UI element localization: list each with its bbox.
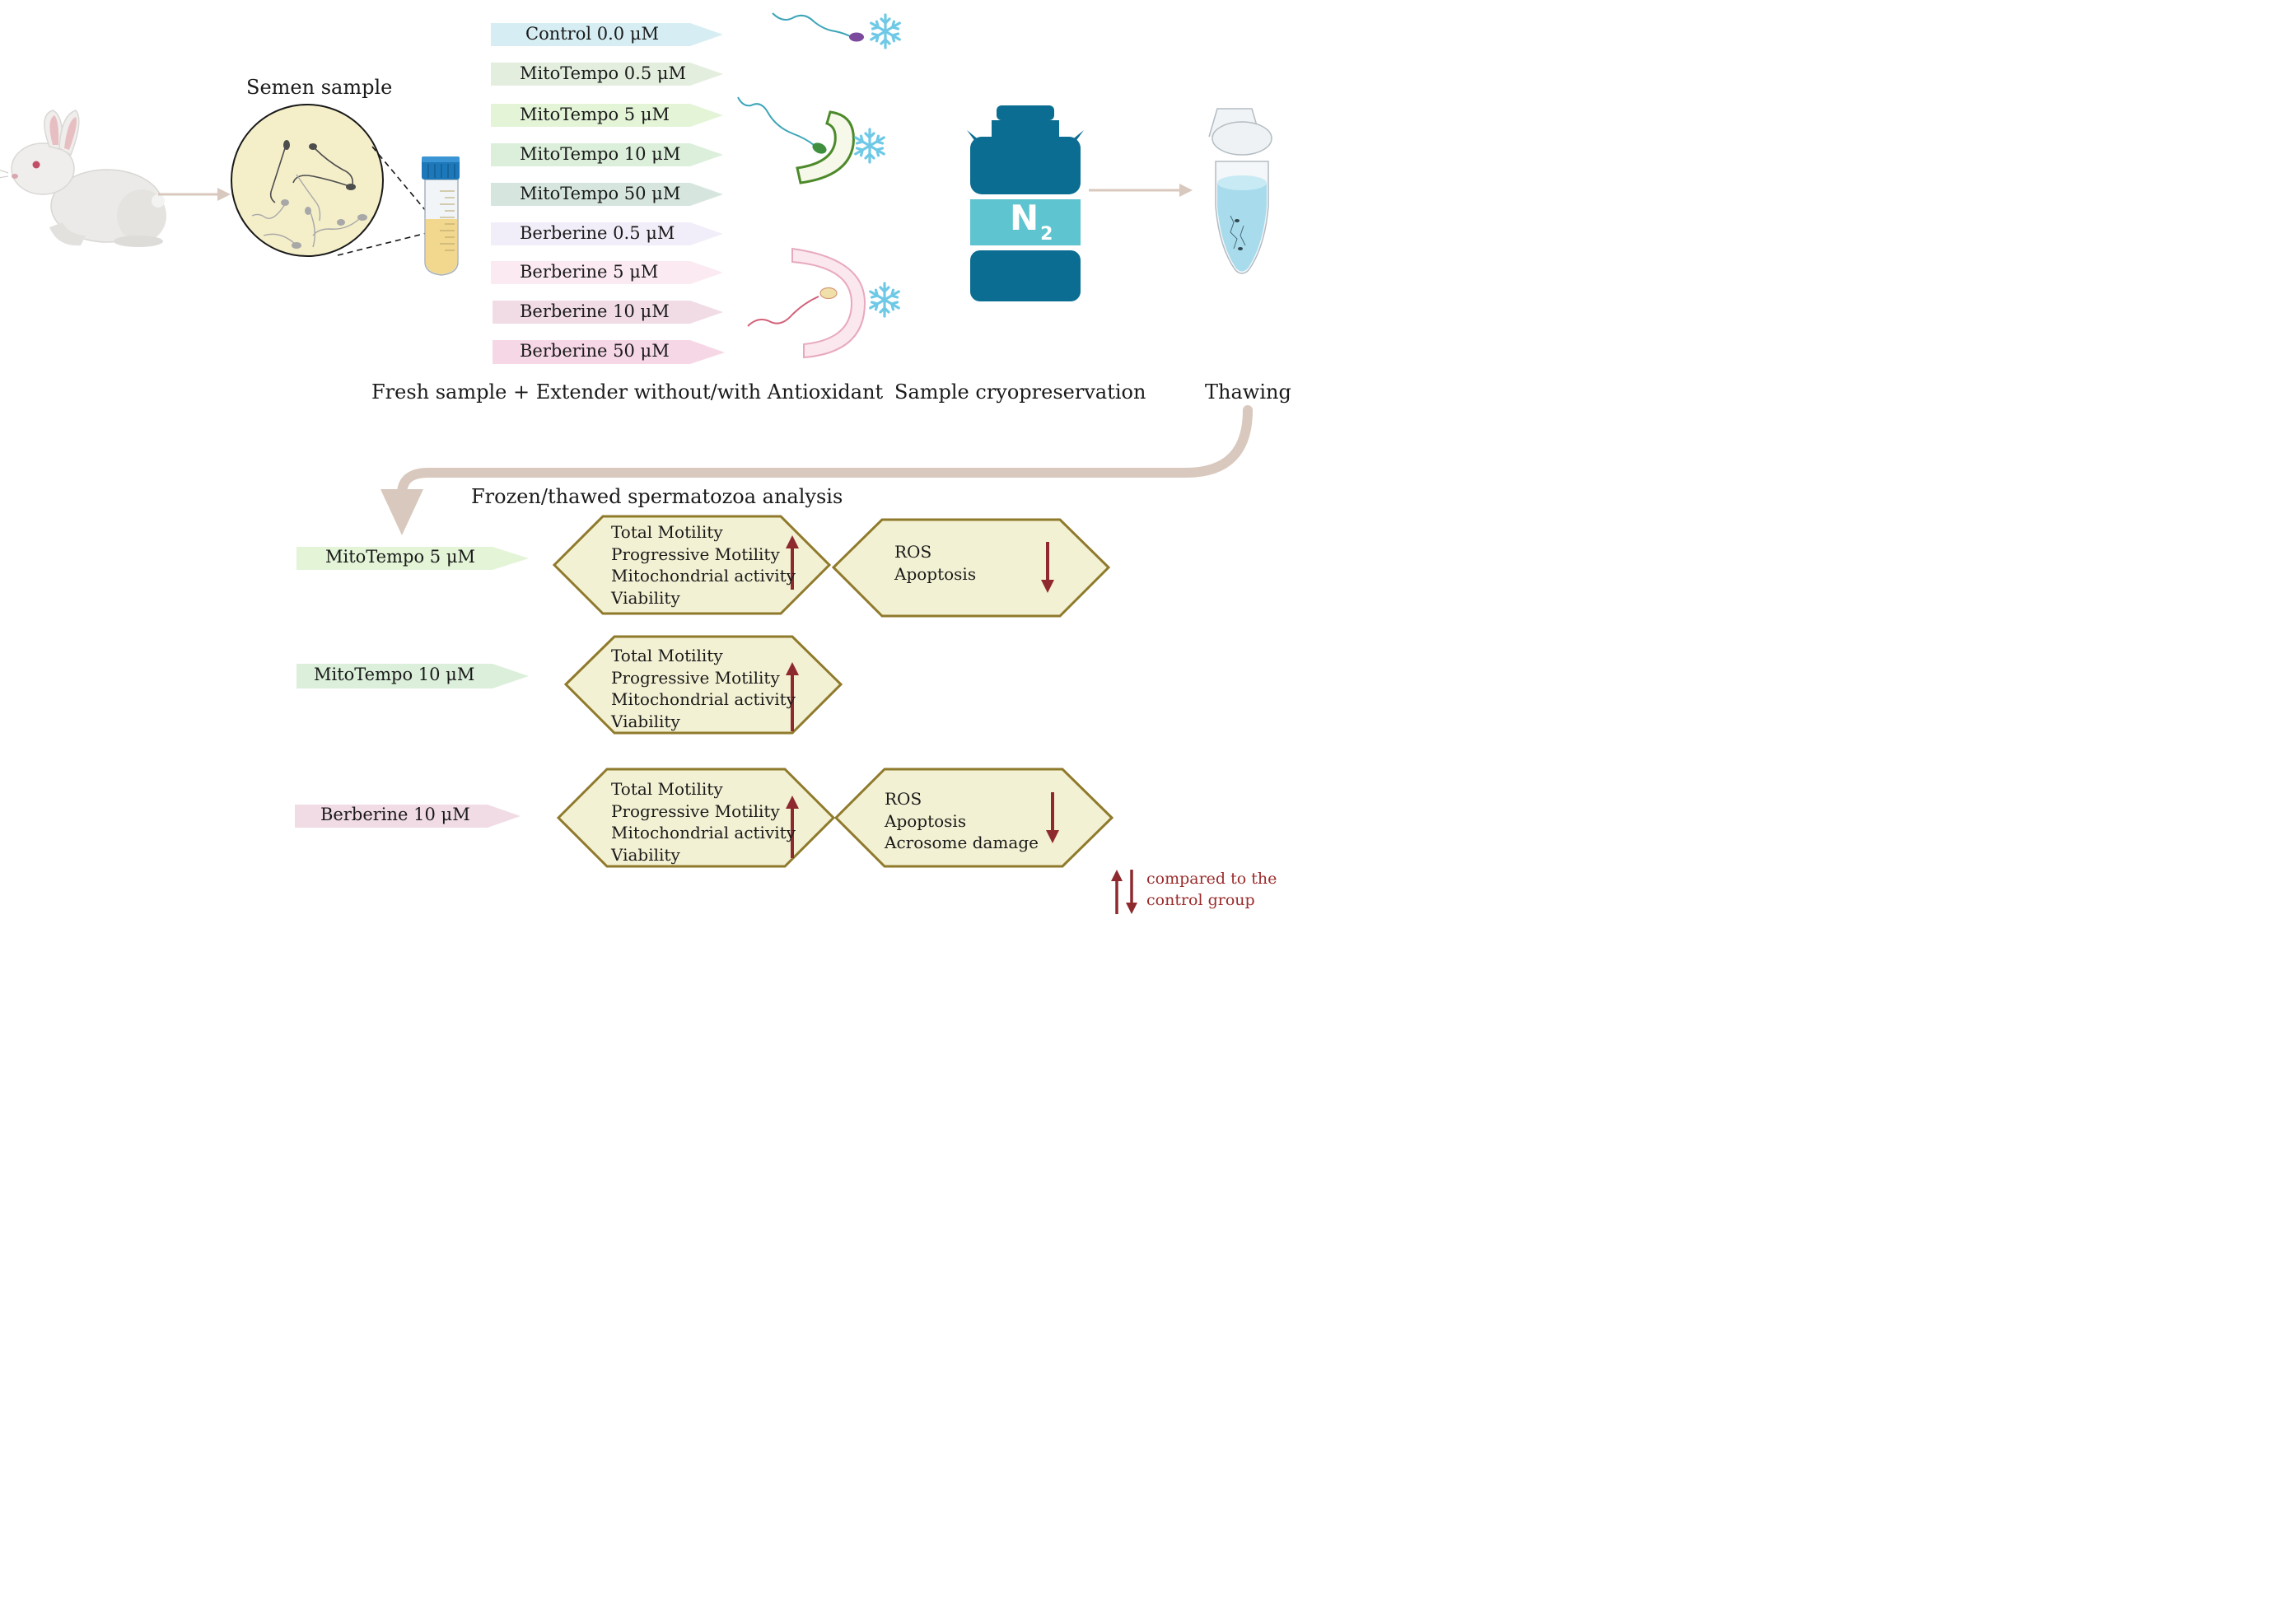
rabbit-illustration	[0, 110, 166, 247]
treatment-label: MitoTempo 5 μM	[520, 105, 670, 124]
analysis-caption: Frozen/thawed spermatozoa analysis	[471, 485, 843, 508]
frozen-sperm-control	[772, 12, 901, 49]
parameter-item: Total Motility	[611, 779, 723, 799]
legend-line: compared to the	[1146, 870, 1277, 888]
increased-parameters-list: Total Motility Progressive Motility Mito…	[611, 778, 796, 866]
increased-parameters-list: Total Motility Progressive Motility Mito…	[611, 521, 796, 609]
test-tube-icon	[422, 156, 460, 276]
increase-arrow	[786, 535, 799, 590]
treatment-label: Berberine 5 μM	[520, 262, 659, 282]
parameter-item: Viability	[611, 711, 680, 731]
treatment-label: MitoTempo 0.5 μM	[520, 63, 687, 83]
treatment-tag	[491, 183, 723, 206]
tank-to-tube-arrow	[1089, 184, 1193, 197]
frozen-sperm-mitotempo	[737, 96, 885, 184]
parameter-item: ROS	[894, 542, 932, 562]
zoom-lines	[337, 146, 431, 256]
decrease-hexagon	[833, 768, 1114, 868]
result-hexagons	[552, 515, 1114, 868]
treatment-tag	[493, 301, 723, 324]
legend-line: control group	[1146, 891, 1255, 909]
legend-arrows	[1111, 870, 1137, 914]
result-tags	[295, 547, 529, 828]
decreased-parameters-list: ROS Apoptosis	[894, 541, 976, 585]
legend-down-arrow-icon	[1126, 870, 1137, 914]
result-tag	[296, 547, 529, 570]
diagram-graphics	[0, 12, 1272, 914]
thawing-to-analysis-arrow	[380, 405, 1253, 535]
tank-label: N2	[1010, 198, 1053, 245]
semen-sample-caption: Semen sample	[246, 76, 393, 99]
tank-label-subscript: 2	[1040, 224, 1053, 245]
thawed-tube-icon	[1208, 108, 1272, 274]
treatment-tag	[491, 143, 723, 166]
nitrogen-tank-icon	[967, 105, 1084, 301]
parameter-item: Total Motility	[611, 646, 723, 665]
treatment-tag	[491, 63, 723, 86]
parameter-item: Acrosome damage	[885, 833, 1039, 852]
legend-up-arrow-icon	[1111, 870, 1123, 914]
parameter-item: Apoptosis	[894, 563, 977, 584]
parameter-item: Apoptosis	[885, 810, 967, 831]
parameter-item: ROS	[885, 789, 922, 809]
increase-hexagon	[563, 635, 843, 735]
treatment-label: Berberine 0.5 μM	[520, 223, 675, 243]
legend-text: compared to the control group	[1146, 868, 1277, 911]
result-tag	[296, 664, 529, 688]
increased-parameters-list: Total Motility Progressive Motility Mito…	[611, 645, 796, 732]
experimental-workflow-diagram: Semen sample Control 0.0 μM MitoTempo 0.…	[0, 0, 1291, 918]
change-arrows	[786, 535, 1059, 858]
decrease-arrow	[1046, 792, 1059, 843]
treatment-tag	[491, 104, 723, 127]
increase-hexagon	[556, 768, 836, 868]
frozen-sperm-berberine	[747, 247, 900, 359]
parameter-item: Progressive Motility	[611, 544, 780, 564]
thawing-caption: Thawing	[1205, 380, 1291, 404]
treatment-label: MitoTempo 50 μM	[520, 184, 681, 203]
microscope-view-circle	[231, 104, 384, 257]
parameter-item: Viability	[611, 587, 680, 608]
parameter-item: Total Motility	[611, 522, 723, 542]
result-treatment-label: MitoTempo 5 μM	[325, 547, 475, 567]
parameter-item: Mitochondrial activity	[611, 823, 796, 842]
treatment-tags	[491, 23, 725, 364]
treatment-label: Berberine 10 μM	[520, 301, 670, 321]
treatment-label: Berberine 50 μM	[520, 341, 670, 361]
tank-label-main: N	[1010, 198, 1039, 238]
increase-hexagon	[552, 515, 832, 615]
parameter-item: Mitochondrial activity	[611, 689, 796, 709]
treatment-tag	[493, 340, 725, 364]
fresh-sample-caption: Fresh sample + Extender without/with Ant…	[371, 380, 884, 404]
parameter-item: Viability	[611, 844, 680, 865]
parameter-item: Mitochondrial activity	[611, 566, 796, 586]
result-tag	[295, 805, 521, 828]
treatment-label: MitoTempo 10 μM	[520, 144, 681, 164]
decreased-parameters-list: ROS Apoptosis Acrosome damage	[885, 788, 1039, 854]
treatment-tag	[491, 222, 723, 245]
parameter-item: Progressive Motility	[611, 800, 780, 821]
result-treatment-label: MitoTempo 10 μM	[314, 665, 475, 684]
treatment-label: Control 0.0 μM	[525, 24, 659, 44]
cryopreservation-caption: Sample cryopreservation	[894, 380, 1146, 404]
rabbit-to-sample-arrow	[158, 188, 231, 201]
increase-arrow	[786, 662, 799, 731]
treatment-tag	[491, 261, 723, 284]
result-treatment-label: Berberine 10 μM	[320, 805, 470, 824]
increase-arrow	[786, 796, 799, 858]
decrease-arrow	[1041, 542, 1054, 593]
treatment-tag	[491, 23, 723, 46]
parameter-item: Progressive Motility	[611, 667, 780, 688]
decrease-hexagon	[831, 518, 1111, 618]
